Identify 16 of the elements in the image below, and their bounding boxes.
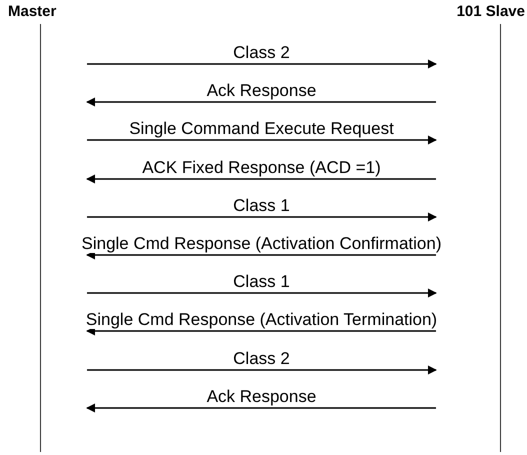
message-arrow (87, 60, 437, 68)
message-arrow (86, 326, 436, 336)
message-arrow (86, 250, 436, 260)
message-label: Single Command Execute Request (128, 119, 395, 138)
message-arrow (87, 136, 437, 144)
message-arrow (86, 404, 436, 412)
message-label: Single Cmd Response (Activation Confirmation) (80, 234, 442, 253)
message-label: Ack Response (206, 387, 318, 406)
message-arrow (86, 98, 436, 106)
message-arrow (87, 288, 437, 298)
message-arrow (87, 366, 437, 374)
message-arrow (86, 174, 436, 184)
message-label: ACK Fixed Response (ACD =1) (141, 158, 382, 177)
message-label: Ack Response (206, 81, 318, 100)
message-label: Single Cmd Response (Activation Termination) (84, 310, 438, 329)
message-arrow (87, 212, 437, 222)
